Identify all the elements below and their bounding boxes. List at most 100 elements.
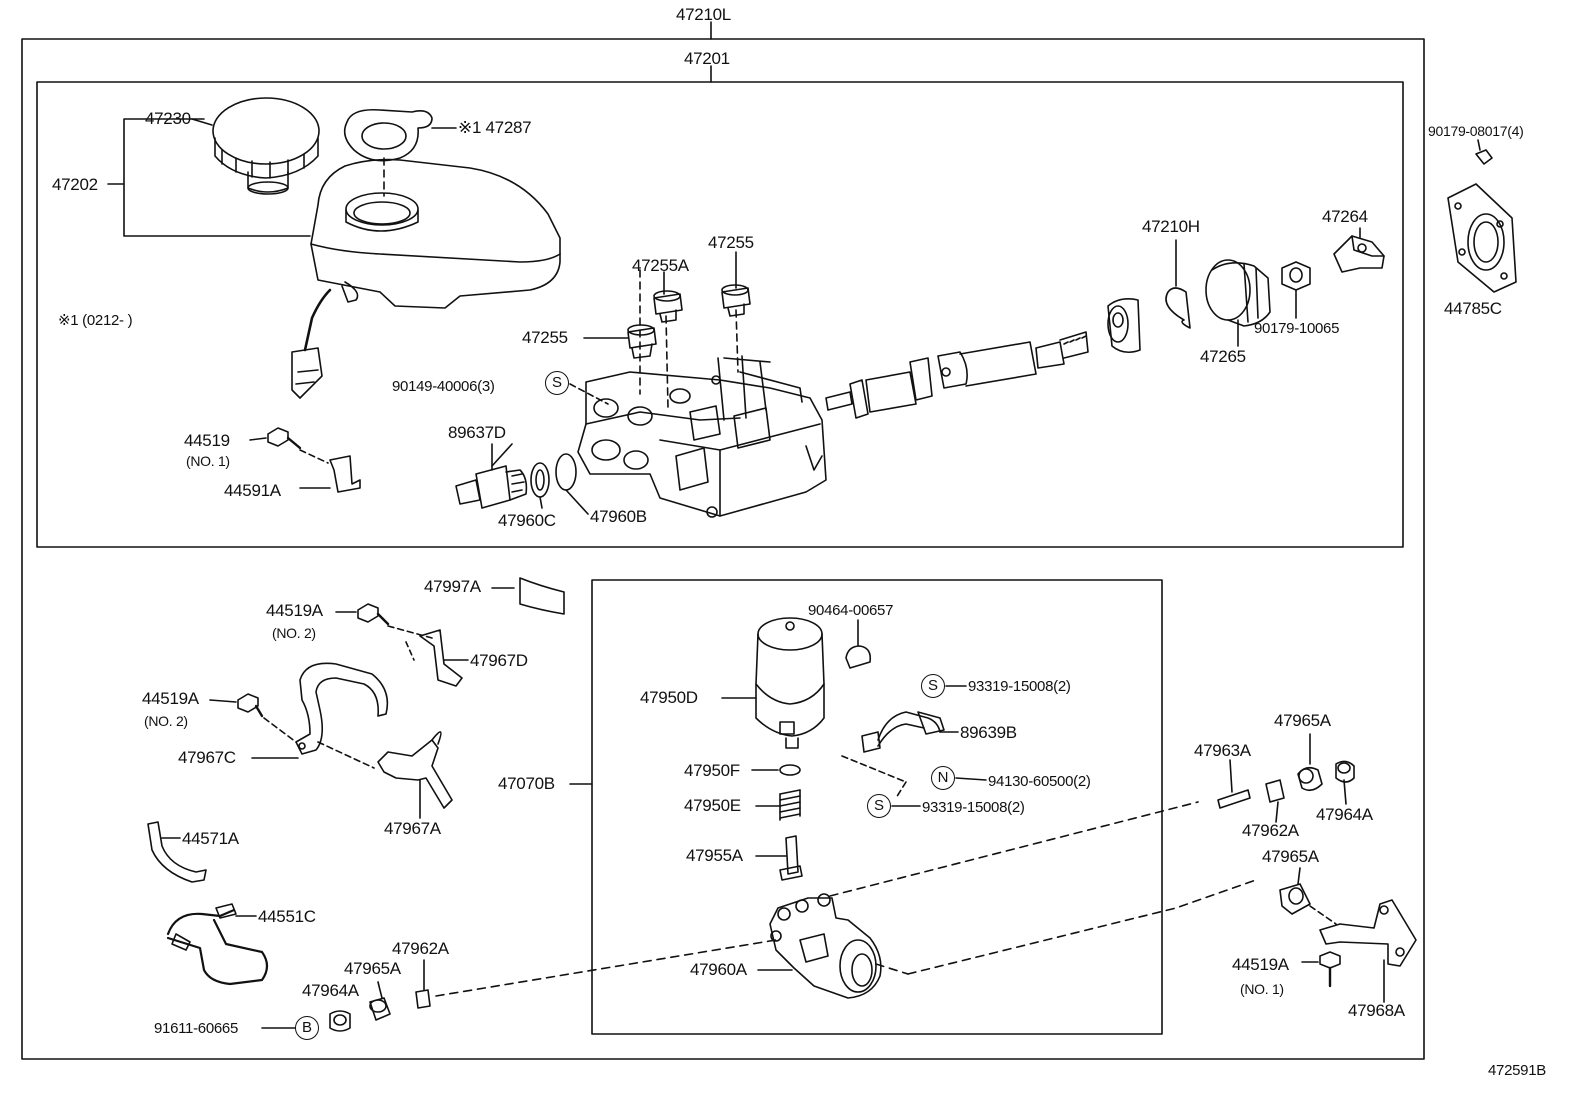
- pump-dash-to-bracket: [829, 801, 1199, 897]
- label-motor-47950d: 47950D: [640, 688, 698, 707]
- label-oring-47960b: 47960B: [590, 507, 647, 526]
- reservoir-bracket-leader: [107, 118, 311, 237]
- label-bracket-44591a: 44591A: [224, 481, 281, 500]
- label-cushion-47965a-left: 47965A: [344, 959, 401, 978]
- ring-47950f: [751, 764, 801, 776]
- label-nut-90179-08017: 90179-08017(4): [1428, 123, 1524, 139]
- label-boot-47265: 47265: [1200, 347, 1246, 366]
- label-clip-90464: 90464-00657: [808, 602, 894, 619]
- bracket-44591a: [299, 455, 361, 493]
- label-cushion-47964a-left: 47964A: [302, 981, 359, 1000]
- figure-id: 472591B: [1488, 1062, 1546, 1079]
- label-bolt-44519a-mid: 44519A: [142, 689, 199, 708]
- label-band-47997a: 47997A: [424, 577, 481, 596]
- label-cushion-47965a-mid: 47965A: [1262, 847, 1319, 866]
- label-bolt-44519: 44519: [184, 431, 230, 450]
- pump-assembly-frame: [591, 579, 1163, 1035]
- reservoir-tank: [291, 158, 561, 399]
- pump-dash-right: [907, 879, 1257, 975]
- plug-leader-3: [735, 309, 739, 373]
- bracket-47967a: [377, 731, 453, 819]
- gasket-47960c: [530, 462, 550, 509]
- label-master-cylinder-47201: 47201: [684, 49, 730, 68]
- pump-47960a: [757, 893, 882, 999]
- label-cushion-47965a-top: 47965A: [1274, 711, 1331, 730]
- symbol-b-1: B: [295, 1016, 319, 1040]
- label-switch-89637d: 89637D: [448, 423, 506, 442]
- label-pump-assembly-47070b: 47070B: [498, 774, 555, 793]
- cushion-47965a-left: [369, 981, 391, 1021]
- symbol-s-2: S: [921, 674, 945, 698]
- plug-47255-upper: [721, 284, 751, 317]
- harness-44551c: [166, 903, 269, 986]
- boot: [1205, 259, 1271, 347]
- symbol-s-3: S: [867, 794, 891, 818]
- label-bolt-44519a-top: 44519A: [266, 601, 323, 620]
- nut-90179-10065: [1281, 261, 1311, 319]
- label-assembly-47210l: 47210L: [676, 5, 731, 24]
- pump-dash-left: [435, 939, 777, 997]
- label-bolt-44519a-right: 44519A: [1232, 955, 1289, 974]
- label-nut-94130: 94130-60500(2): [988, 773, 1091, 790]
- snap-ring: [1165, 239, 1191, 329]
- label-gasket-44785c: 44785C: [1444, 299, 1502, 318]
- label-plug-47255a: 47255A: [632, 256, 689, 275]
- label-pin-47955a: 47955A: [686, 846, 743, 865]
- reservoir-cap: [212, 97, 320, 195]
- plug-leader-2: [665, 315, 669, 409]
- label-spring-47950e: 47950E: [684, 796, 741, 815]
- master-cylinder-body: [577, 355, 827, 518]
- cushion-47964a-left: [329, 1010, 351, 1032]
- label-cushion-47962a-left: 47962A: [392, 939, 449, 958]
- bracket-47967d: [405, 629, 469, 687]
- clip-90464: [845, 619, 872, 669]
- label-no1-b: (NO. 1): [1240, 981, 1284, 997]
- leader-89637d: [491, 443, 513, 467]
- label-cap-47230: 47230: [145, 109, 191, 128]
- label-bracket-47264: 47264: [1322, 207, 1368, 226]
- cushion-47965a-mid-right: [1279, 867, 1311, 915]
- pin-47955a: [755, 835, 803, 881]
- bracket-47968a: [1319, 899, 1417, 1003]
- label-nut-90179-10065: 90179-10065: [1254, 320, 1340, 337]
- gasket-44785c: [1447, 139, 1517, 293]
- label-bracket-47968a: 47968A: [1348, 1001, 1405, 1020]
- pump-motor-47950d: [721, 617, 825, 749]
- label-cushion-47962a-right: 47962A: [1242, 821, 1299, 840]
- label-bracket-47967d: 47967D: [470, 651, 528, 670]
- spring-47950e: [755, 789, 801, 821]
- piston-seal: [1107, 298, 1141, 354]
- bracket-47968a-dash: [1309, 905, 1337, 925]
- label-no2-b: (NO. 2): [144, 713, 188, 729]
- bracket-47264: [1333, 227, 1385, 273]
- label-bolt-90149: 90149-40006(3): [392, 378, 495, 395]
- label-no2-a: (NO. 2): [272, 625, 316, 641]
- label-gasket-47960c: 47960C: [498, 511, 556, 530]
- label-hose-44571a: 44571A: [182, 829, 239, 848]
- label-no1-a: (NO. 1): [186, 453, 230, 469]
- label-bracket-47967a: 47967A: [384, 819, 441, 838]
- cushion-47964a-right: [1335, 760, 1355, 805]
- bolt-90149-leader: [569, 383, 609, 405]
- pump-dash-to-bracket-2: [875, 963, 909, 975]
- label-reservoir-47202: 47202: [52, 175, 98, 194]
- cushion-47962a-right: [1265, 779, 1285, 823]
- label-harness-44551c: 44551C: [258, 907, 316, 926]
- band-47997a: [491, 577, 565, 615]
- bolt-44519a-top: [335, 603, 433, 639]
- label-snap-ring-47210h: 47210H: [1142, 217, 1200, 236]
- label-note-1: ※1 (0212- ): [58, 312, 133, 329]
- outer-assembly-frame: [21, 38, 1425, 1060]
- sensor-dash-leader-2: [895, 781, 907, 799]
- master-cylinder-frame: [36, 81, 1404, 548]
- plug-47255-lower: [627, 324, 657, 359]
- pin-47963a: [1217, 759, 1251, 809]
- label-bolt-91611: 91611-60665: [154, 1020, 239, 1037]
- bolt-44519a-right: [1301, 951, 1341, 988]
- label-ring-47950f: 47950F: [684, 761, 740, 780]
- sensor-89639b: [861, 711, 959, 753]
- bolt-44519a-mid: [209, 693, 375, 769]
- label-bracket-47967c: 47967C: [178, 748, 236, 767]
- leader-94130: [955, 777, 987, 781]
